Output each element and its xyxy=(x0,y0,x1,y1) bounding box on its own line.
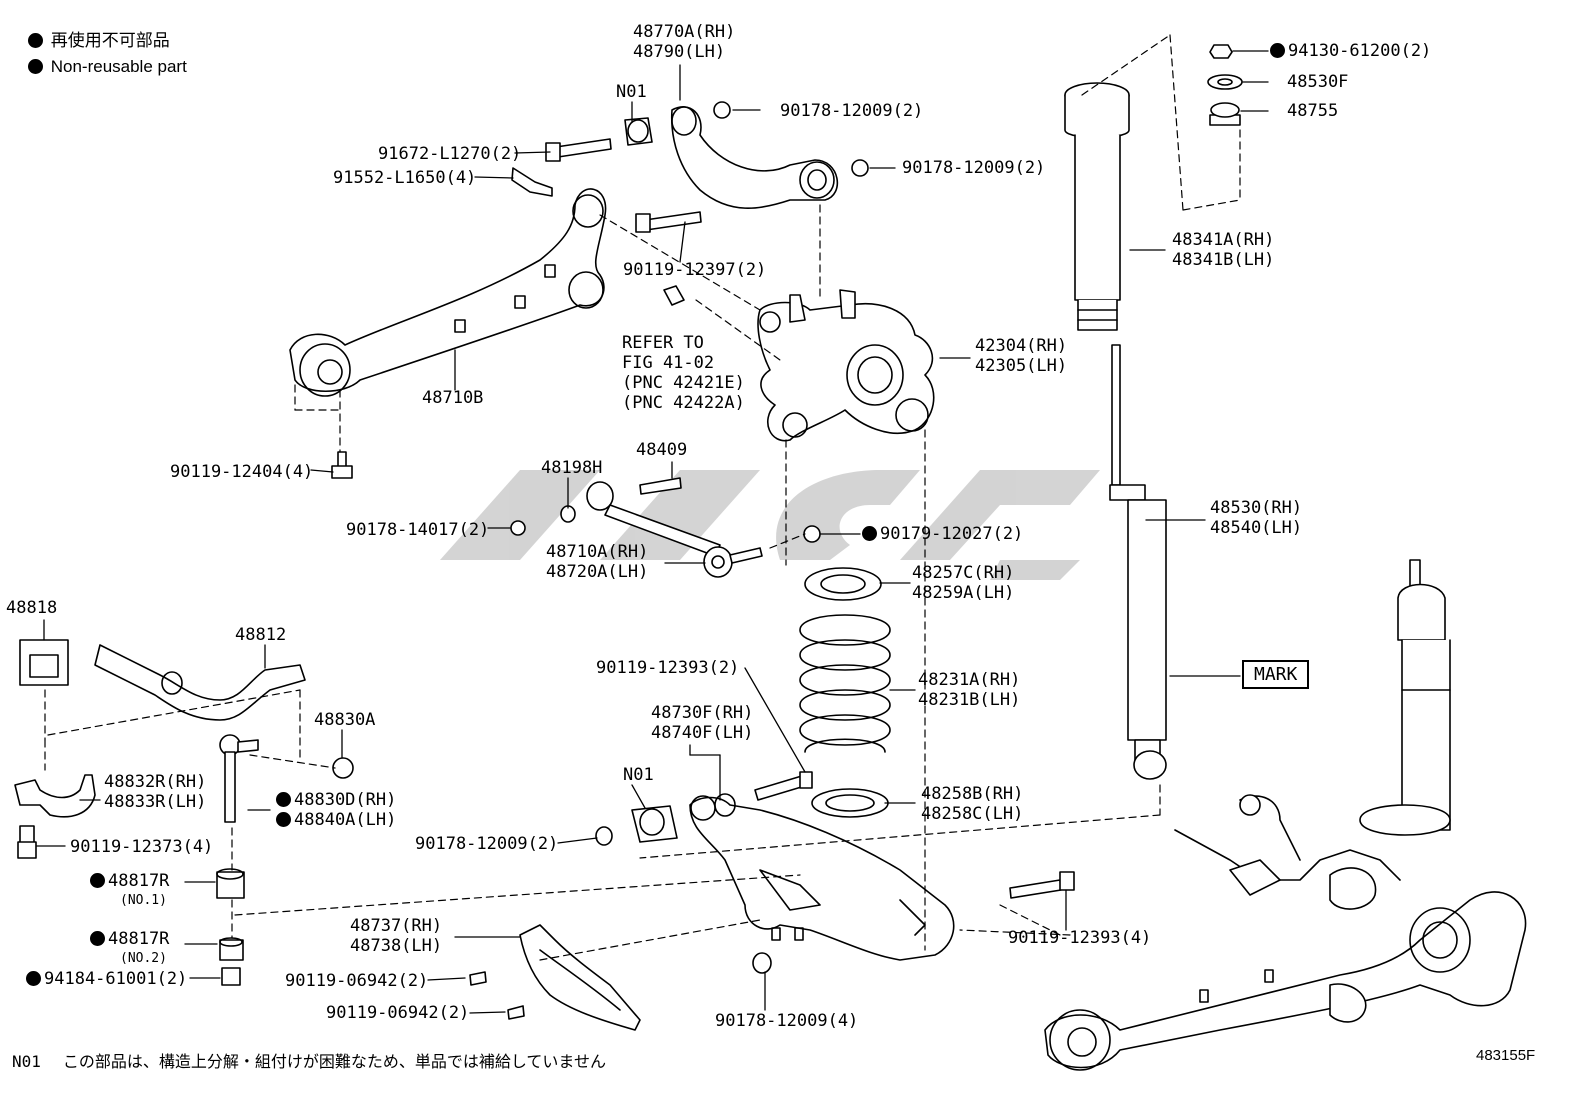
label-48730[interactable]: 48730F(RH)48740F(LH) xyxy=(651,703,754,743)
steering-knuckle-42304 xyxy=(757,289,935,442)
label-48231[interactable]: 48231A(RH)48231B(LH) xyxy=(918,670,1021,710)
label-90179-12027[interactable]: 90179-12027(2) xyxy=(862,524,1023,544)
assembled-suspension-view xyxy=(1044,559,1527,1071)
coil-spring-48231 xyxy=(799,567,891,818)
label-94130[interactable]: 94130-61200(2) xyxy=(1270,41,1431,61)
label-90178-12009-a[interactable]: 90178-12009(2) xyxy=(780,101,924,121)
label-90119-12373[interactable]: 90119-12373(4) xyxy=(70,837,214,857)
label-48830a[interactable]: 48830A xyxy=(314,710,376,730)
lower-arm-48730f xyxy=(595,771,1075,974)
label-48258[interactable]: 48258B(RH)48258C(LH) xyxy=(921,784,1024,824)
watermark-logo xyxy=(440,470,1100,580)
dashed-guide-lines xyxy=(44,34,1241,961)
label-48817r-no1[interactable]: 48817R (NO.1) xyxy=(90,871,169,911)
label-48341[interactable]: 48341A(RH)48341B(LH) xyxy=(1172,230,1275,270)
non-reusable-dot-icon xyxy=(26,971,41,986)
stabilizer-bushing-48818 xyxy=(19,639,69,686)
label-90178-12009-c[interactable]: 90178-12009(2) xyxy=(415,834,559,854)
label-48530f[interactable]: 48530F xyxy=(1287,72,1349,92)
bracket-48832 xyxy=(14,774,96,859)
non-reusable-dot-icon xyxy=(862,526,877,541)
label-48710a[interactable]: 48710A(RH)48720A(LH) xyxy=(546,542,649,582)
label-48710b[interactable]: 48710B xyxy=(422,388,484,408)
upper-mount-parts xyxy=(1207,44,1243,126)
stabilizer-bar-48812 xyxy=(94,644,306,721)
label-48817r-no2[interactable]: 48817R (NO.2) xyxy=(90,929,169,969)
label-90178-14017[interactable]: 90178-14017(2) xyxy=(346,520,490,540)
bolts-upper xyxy=(511,101,869,306)
footnote-text: この部品は、構造上分解・組付けが困難なため、単品では補給していません xyxy=(62,1052,606,1071)
non-reusable-dot-icon xyxy=(276,792,291,807)
leader-lines xyxy=(36,50,1269,1014)
label-48737[interactable]: 48737(RH)48738(LH) xyxy=(350,916,443,956)
label-48770[interactable]: 48770A(RH)48790(LH) xyxy=(633,22,736,62)
upper-control-arm-48770 xyxy=(624,106,839,209)
footnote: N01 この部品は、構造上分解・組付けが困難なため、単品では補給していません xyxy=(12,1048,606,1072)
footnote-code: N01 xyxy=(12,1052,41,1071)
label-90119-12397[interactable]: 90119-12397(2) xyxy=(623,260,767,280)
non-reusable-dot-icon xyxy=(90,873,105,888)
non-reusable-dot-icon xyxy=(1270,43,1285,58)
label-48812[interactable]: 48812 xyxy=(235,625,287,645)
non-reusable-dot-icon xyxy=(28,33,43,48)
stabilizer-link-48830 xyxy=(216,734,354,986)
label-48257[interactable]: 48257C(RH)48259A(LH) xyxy=(912,563,1015,603)
label-90119-06942-a[interactable]: 90119-06942(2) xyxy=(285,971,429,991)
label-n01-upper[interactable]: N01 xyxy=(616,82,647,102)
label-90178-12009-b[interactable]: 90178-12009(2) xyxy=(902,158,1046,178)
label-48530[interactable]: 48530(RH)48540(LH) xyxy=(1210,498,1303,538)
label-n01-lower[interactable]: N01 xyxy=(623,765,654,785)
non-reusable-dot-icon xyxy=(276,812,291,827)
label-48409[interactable]: 48409 xyxy=(636,440,688,460)
label-48755[interactable]: 48755 xyxy=(1287,101,1339,121)
label-91552[interactable]: 91552-L1650(4) xyxy=(333,168,477,188)
legend-ja: 再使用不可部品 xyxy=(28,28,170,54)
label-42304[interactable]: 42304(RH)42305(LH) xyxy=(975,336,1068,376)
legend-en: Non-reusable part xyxy=(28,54,187,80)
label-48198h[interactable]: 48198H xyxy=(541,458,603,478)
label-90178-12009-d[interactable]: 90178-12009(4) xyxy=(715,1011,859,1031)
label-48830d[interactable]: 48830D(RH) 48840A(LH) xyxy=(276,790,396,830)
guard-48737 xyxy=(469,924,641,1031)
label-91672[interactable]: 91672-L1270(2) xyxy=(378,144,522,164)
label-90119-06942-b[interactable]: 90119-06942(2) xyxy=(326,1003,470,1023)
label-90119-12393-b[interactable]: 90119-12393(4) xyxy=(1008,928,1152,948)
label-90119-12393-a[interactable]: 90119-12393(2) xyxy=(596,658,740,678)
mark-callout-box: MARK xyxy=(1242,660,1310,689)
label-90119-12404[interactable]: 90119-12404(4) xyxy=(170,462,314,482)
label-48832[interactable]: 48832R(RH)48833R(LH) xyxy=(104,772,207,812)
shock-absorber-48530 xyxy=(1109,344,1167,780)
toe-arm-48710a xyxy=(510,477,821,578)
non-reusable-dot-icon xyxy=(28,59,43,74)
diagram-code: 483155F xyxy=(1476,1047,1536,1064)
label-48818[interactable]: 48818 xyxy=(6,598,58,618)
shock-boot-48341 xyxy=(1064,82,1130,331)
bolt-90119-12404 xyxy=(331,451,353,479)
label-94184[interactable]: 94184-61001(2) xyxy=(26,969,187,989)
trailing-arm-48710b xyxy=(289,188,607,397)
non-reusable-dot-icon xyxy=(90,931,105,946)
